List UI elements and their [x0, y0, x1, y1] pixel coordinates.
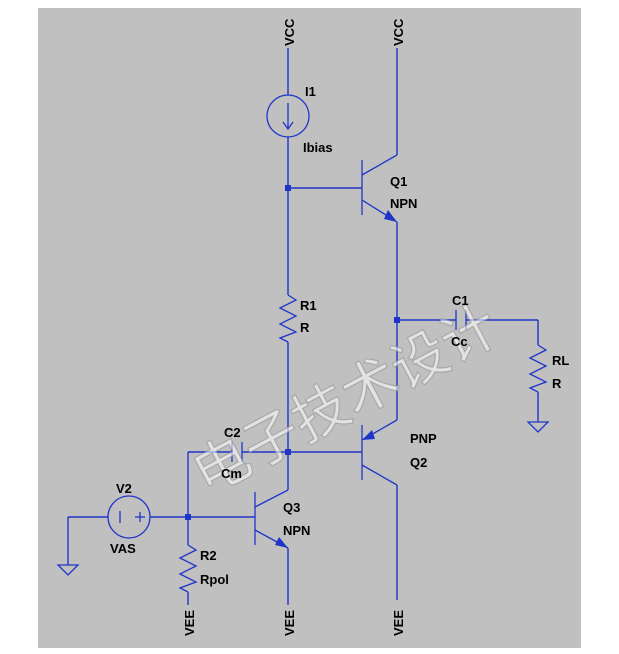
c2-value-label: Cm	[221, 466, 242, 481]
q2-name-label: Q2	[410, 455, 427, 470]
junction-dot	[285, 449, 291, 455]
junction-dot	[394, 317, 400, 323]
ground-symbol-v2	[56, 564, 80, 576]
r1-value-label: R	[300, 320, 310, 335]
junction-dot	[185, 514, 191, 520]
transistor-q2-pnp	[361, 419, 398, 486]
c2-name-label: C2	[224, 425, 241, 440]
q2-type-label: PNP	[410, 431, 437, 446]
q1-type-label: NPN	[390, 196, 417, 211]
junctions	[185, 185, 400, 520]
resistor-r2	[178, 544, 198, 593]
resistor-r1	[278, 294, 298, 343]
c1-value-label: Cc	[451, 334, 468, 349]
current-source-i1	[266, 94, 310, 138]
q3-name-label: Q3	[283, 500, 300, 515]
c1-name-label: C1	[452, 293, 469, 308]
capacitor-c2	[231, 442, 243, 462]
q1-name-label: Q1	[390, 174, 407, 189]
rl-value-label: R	[552, 376, 562, 391]
wires	[67, 48, 539, 605]
capacitor-c1	[455, 310, 467, 330]
rl-name-label: RL	[552, 353, 569, 368]
transistor-q3-npn	[254, 489, 289, 549]
transistor-q1-npn	[361, 154, 398, 223]
resistor-rl	[528, 344, 548, 393]
r2-value-label: Rpol	[200, 572, 229, 587]
vcc-label-2: VCC	[391, 18, 406, 46]
i1-name-label: I1	[305, 84, 316, 99]
junction-dot	[285, 185, 291, 191]
ground-symbol-rl	[526, 421, 550, 433]
vee-label-1: VEE	[182, 610, 197, 636]
i1-value-label: Ibias	[303, 140, 333, 155]
voltage-source-v2	[107, 495, 151, 539]
r2-name-label: R2	[200, 548, 217, 563]
vee-label-2: VEE	[282, 610, 297, 636]
q3-type-label: NPN	[283, 523, 310, 538]
v2-name-label: V2	[116, 481, 132, 496]
r1-name-label: R1	[300, 298, 317, 313]
v2-value-label: VAS	[110, 541, 136, 556]
vee-label-3: VEE	[391, 610, 406, 636]
vcc-label-1: VCC	[282, 18, 297, 46]
